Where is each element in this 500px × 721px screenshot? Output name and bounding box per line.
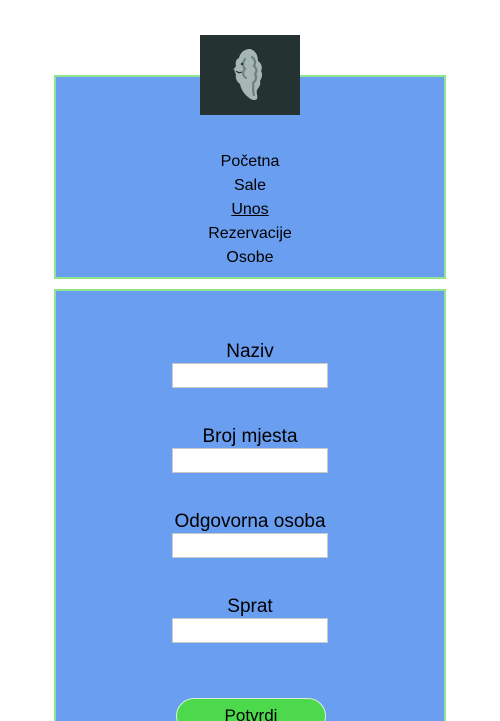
field-broj-mjesta: Broj mjesta [56, 426, 444, 473]
lion-head-icon [233, 49, 263, 101]
odgovorna-osoba-input[interactable] [172, 533, 328, 558]
potvrdi-button[interactable]: Potvrdi [176, 698, 326, 721]
nav-item-rezervacije: Rezervacije [56, 222, 444, 246]
nav-link-unos[interactable]: Unos [231, 201, 269, 218]
naziv-label: Naziv [226, 341, 274, 362]
field-odgovorna-osoba: Odgovorna osoba [56, 511, 444, 558]
odgovorna-osoba-label: Odgovorna osoba [174, 511, 326, 532]
nav-item-sale: Sale [56, 174, 444, 198]
field-sprat: Sprat [56, 596, 444, 643]
nav-menu: Početna Sale Unos Rezervacije Osobe [56, 150, 444, 270]
nav-link-pocetna[interactable]: Početna [220, 153, 280, 170]
broj-mjesta-label: Broj mjesta [202, 426, 298, 447]
field-naziv: Naziv [56, 341, 444, 388]
nav-link-rezervacije[interactable]: Rezervacije [208, 225, 292, 242]
nav-item-pocetna: Početna [56, 150, 444, 174]
logo [200, 35, 300, 115]
broj-mjesta-input[interactable] [172, 448, 328, 473]
entry-form-panel: Naziv Broj mjesta Odgovorna osoba Sprat … [54, 289, 446, 721]
nav-item-unos: Unos [56, 198, 444, 222]
naziv-input[interactable] [172, 363, 328, 388]
nav-link-sale[interactable]: Sale [233, 177, 267, 194]
nav-link-osobe[interactable]: Osobe [226, 249, 274, 266]
nav-item-osobe: Osobe [56, 246, 444, 270]
sprat-label: Sprat [227, 596, 273, 617]
sprat-input[interactable] [172, 618, 328, 643]
